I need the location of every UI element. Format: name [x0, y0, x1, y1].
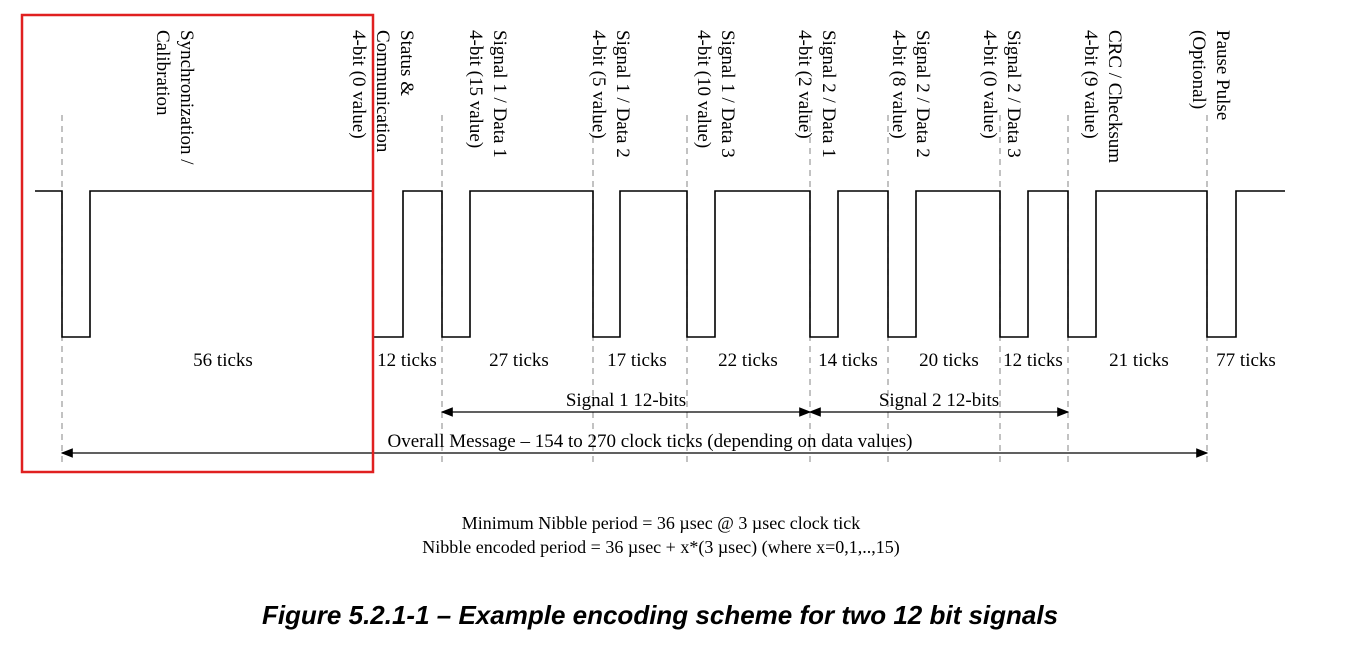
tick-label-1: 12 ticks — [377, 350, 437, 371]
tick-label-5: 14 ticks — [818, 350, 878, 371]
segment-label-9-line-0: Pause Pulse — [1212, 30, 1233, 120]
tick-label-6: 20 ticks — [919, 350, 979, 371]
segment-labels: Synchronization /Calibration Status &Comm… — [152, 30, 1233, 165]
signal2-span-label: Signal 2 12-bits — [879, 390, 999, 411]
segment-label-1-line-1: Communication — [372, 30, 393, 153]
segment-label-6-line-1: 4-bit (8 value) — [888, 30, 909, 139]
segment-label-4-line-0: Signal 1 / Data 3 — [717, 30, 738, 158]
segment-label-7-line-0: Signal 2 / Data 3 — [1003, 30, 1024, 158]
tick-label-9: 77 ticks — [1216, 350, 1276, 371]
figure-caption: Figure 5.2.1-1 – Example encoding scheme… — [262, 600, 1058, 630]
segment-label-4-line-1: 4-bit (10 value) — [693, 30, 714, 148]
segment-label-3-line-1: 4-bit (5 value) — [588, 30, 609, 139]
tick-label-2: 27 ticks — [489, 350, 549, 371]
segment-label-5-line-0: Signal 2 / Data 1 — [818, 30, 839, 158]
tick-labels: 56 ticks 12 ticks 27 ticks 17 ticks 22 ticks… — [193, 350, 1276, 371]
segment-label-0-line-1: Calibration — [152, 30, 173, 116]
tick-label-8: 21 ticks — [1109, 350, 1169, 371]
highlight-box — [20, 13, 375, 474]
segment-label-3-line-0: Signal 1 / Data 2 — [612, 30, 633, 158]
segment-label-1-line-2: 4-bit (0 value) — [348, 30, 369, 139]
segment-label-6-line-0: Signal 2 / Data 2 — [912, 30, 933, 158]
signal1-span-label: Signal 1 12-bits — [566, 390, 686, 411]
tick-label-0: 56 ticks — [193, 350, 253, 371]
segment-label-8-line-1: 4-bit (9 value) — [1080, 30, 1101, 139]
segment-label-9-line-1: (Optional) — [1188, 30, 1209, 109]
segment-label-2-line-0: Signal 1 / Data 1 — [489, 30, 510, 158]
segment-label-2-line-1: 4-bit (15 value) — [465, 30, 486, 148]
tick-label-7: 12 ticks — [1003, 350, 1063, 371]
note-encoded-period: Nibble encoded period = 36 µsec + x*(3 µ… — [422, 537, 900, 558]
note-min-nibble: Minimum Nibble period = 36 µsec @ 3 µsec… — [462, 513, 860, 533]
waveform — [35, 190, 1285, 338]
overall-span-label: Overall Message – 154 to 270 clock ticks… — [388, 431, 913, 452]
segment-label-0-line-0: Synchronization / — [176, 30, 197, 165]
tick-label-3: 17 ticks — [607, 350, 667, 371]
tick-label-4: 22 ticks — [718, 350, 778, 371]
segment-label-7-line-1: 4-bit (0 value) — [979, 30, 1000, 139]
segment-label-1-line-0: Status & — [396, 30, 417, 96]
segment-label-5-line-1: 4-bit (2 value) — [794, 30, 815, 139]
segment-label-8-line-0: CRC / Checksum — [1104, 30, 1125, 163]
